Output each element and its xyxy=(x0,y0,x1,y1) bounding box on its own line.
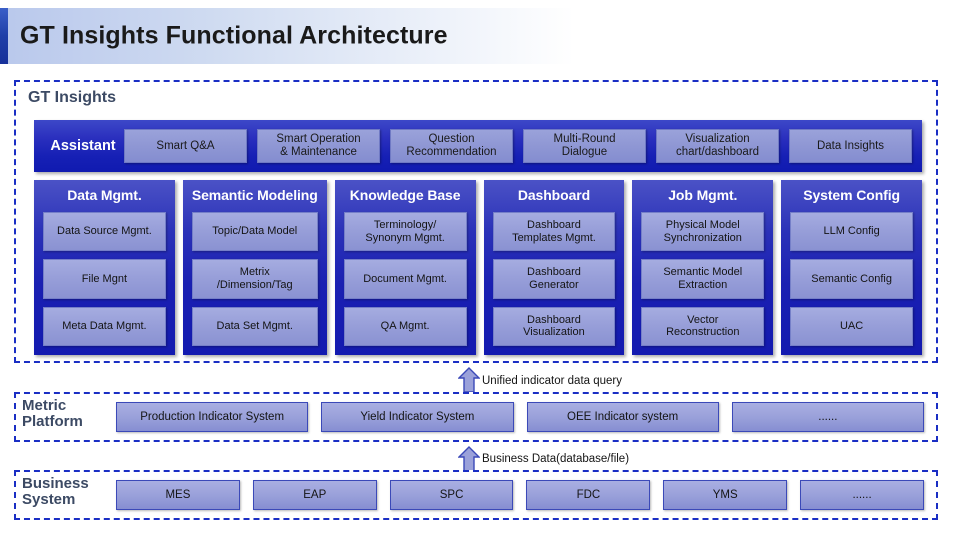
column-title: Dashboard xyxy=(517,187,591,203)
metric-platform-chip[interactable]: Production Indicator System xyxy=(116,402,309,432)
business-system-item-list: MES EAP SPC FDC YMS...... xyxy=(116,477,924,513)
arrow-up-icon xyxy=(458,446,480,472)
column-item[interactable]: Document Mgmt. xyxy=(343,259,467,299)
assistant-title: Assistant xyxy=(50,138,116,154)
column-item[interactable]: Dashboard Visualization xyxy=(492,306,616,346)
column-title: Data Mgmt. xyxy=(67,187,142,203)
business-system-chip[interactable]: SPC xyxy=(389,480,514,510)
business-system-label: Business System xyxy=(22,475,89,509)
column-item[interactable]: LLM Config xyxy=(790,212,914,252)
metric-platform-chip[interactable]: Yield Indicator System xyxy=(321,402,514,432)
column-item-list: Terminology/ Synonym Mgmt. Document Mgmt.… xyxy=(343,212,467,346)
assistant-chip[interactable]: Data Insights xyxy=(789,129,912,163)
metric-platform-chip[interactable]: OEE Indicator system xyxy=(526,402,719,432)
column-title: Knowledge Base xyxy=(349,187,461,203)
business-system-chip[interactable]: ...... xyxy=(800,480,924,510)
column-item[interactable]: Dashboard Generator xyxy=(492,259,616,299)
column-title: Job Mgmt. xyxy=(668,187,738,203)
business-system-chip[interactable]: MES xyxy=(116,480,240,510)
title-accent-bar xyxy=(0,8,8,64)
business-system-chip[interactable]: EAP xyxy=(252,480,377,510)
assistant-chip[interactable]: Smart Operation & Maintenance xyxy=(257,129,380,163)
assistant-chip[interactable]: Question Recommendation xyxy=(390,129,513,163)
column-item[interactable]: File Mgnt xyxy=(43,259,166,299)
column-title: System Config xyxy=(803,187,900,203)
column-item[interactable]: Semantic Model Extraction xyxy=(641,259,765,299)
page-title: GT Insights Functional Architecture xyxy=(20,21,448,50)
assistant-chip[interactable]: Visualization chart/dashboard xyxy=(656,129,779,163)
arrow-up-icon xyxy=(458,367,480,393)
column-title: Semantic Modeling xyxy=(191,187,318,203)
assistant-chip[interactable]: Multi-Round Dialogue xyxy=(523,129,646,163)
column-item-list: Dashboard Templates Mgmt. Dashboard Gener… xyxy=(492,212,616,346)
column-item[interactable]: UAC xyxy=(790,306,914,346)
connector-caption-business: Business Data(database/file) xyxy=(482,453,630,465)
metric-platform-chip[interactable]: ...... xyxy=(731,402,924,432)
business-system-chip[interactable]: YMS xyxy=(663,480,788,510)
metric-platform-item-list: Production Indicator System Yield Indicat… xyxy=(116,399,924,435)
column-item[interactable]: Terminology/ Synonym Mgmt. xyxy=(343,212,467,252)
assistant-chip[interactable]: Smart Q&A xyxy=(124,129,247,163)
column-item[interactable]: Physical Model Synchronization xyxy=(641,212,765,252)
column-item[interactable]: Vector Reconstruction xyxy=(641,306,765,346)
column-item[interactable]: Topic/Data Model xyxy=(191,212,318,252)
column-item[interactable]: QA Mgmt. xyxy=(343,306,467,346)
column-item[interactable]: Semantic Config xyxy=(790,259,914,299)
column-item[interactable]: Metrix /Dimension/Tag xyxy=(191,259,318,299)
column-item[interactable]: Meta Data Mgmt. xyxy=(43,306,166,346)
connector-caption-metric: Unified indicator data query xyxy=(482,375,622,387)
metric-platform-label: Metric Platform xyxy=(22,397,83,431)
column-item[interactable]: Dashboard Templates Mgmt. xyxy=(492,212,616,252)
assistant-bar: Assistant Smart Q&A Smart Operation & Mai… xyxy=(34,120,922,172)
assistant-item-list: Smart Q&A Smart Operation & Maintenance Qu… xyxy=(124,129,922,163)
column-item[interactable]: Data Set Mgmt. xyxy=(191,306,318,346)
column-item[interactable]: Data Source Mgmt. xyxy=(43,212,166,252)
business-system-chip[interactable]: FDC xyxy=(526,480,651,510)
title-bar: GT Insights Functional Architecture xyxy=(0,8,957,64)
gt-insights-label: GT Insights xyxy=(28,89,116,106)
